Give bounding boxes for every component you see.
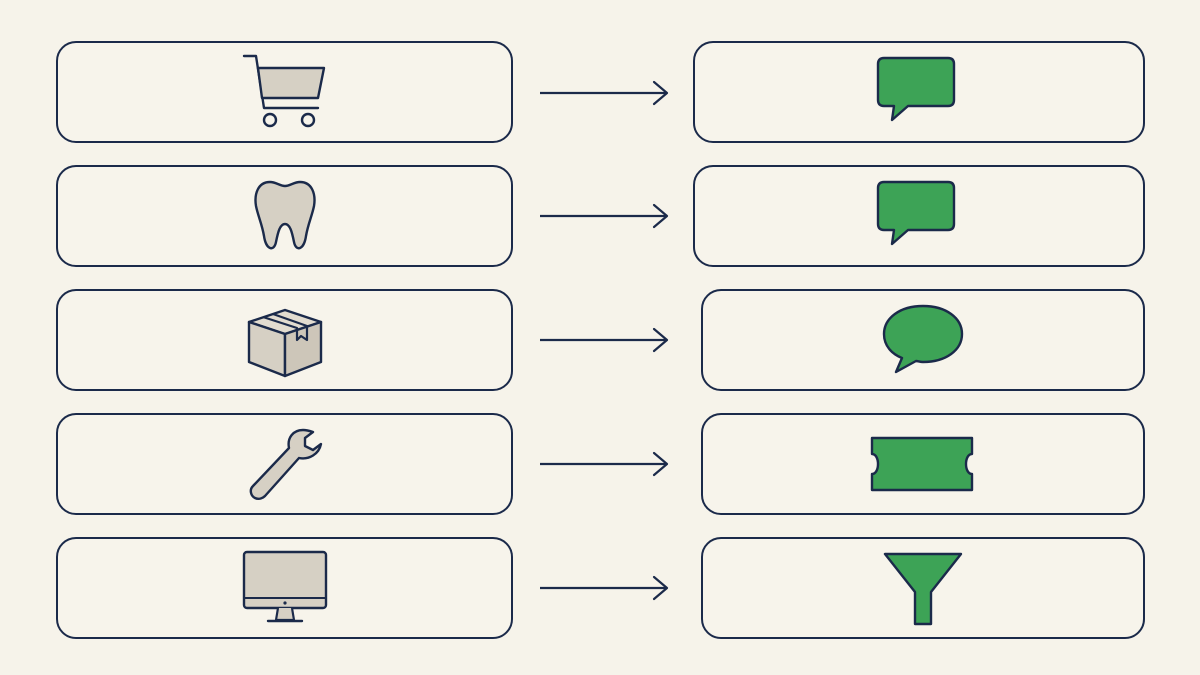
flow-arrow	[540, 575, 669, 601]
target-box-funnel	[701, 537, 1145, 639]
flow-arrow	[540, 203, 669, 229]
chat-bubble-icon	[876, 180, 956, 246]
flow-arrow	[540, 80, 669, 106]
target-box-oval-chat	[701, 289, 1145, 391]
target-box-chat	[693, 165, 1145, 267]
desktop-monitor-icon	[242, 550, 327, 623]
source-box-monitor	[56, 537, 513, 639]
flow-arrow	[540, 327, 669, 353]
ticket-icon	[870, 436, 974, 492]
shopping-cart-icon	[242, 54, 325, 128]
chat-bubble-icon	[876, 56, 956, 122]
tooth-icon	[253, 180, 316, 250]
source-box-package	[56, 289, 513, 391]
package-box-icon	[247, 308, 322, 378]
wrench-icon	[249, 428, 322, 501]
source-box-cart	[56, 41, 513, 143]
funnel-icon	[883, 552, 963, 626]
target-box-chat	[693, 41, 1145, 143]
flow-arrow	[540, 451, 669, 477]
target-box-ticket	[701, 413, 1145, 515]
oval-speech-bubble-icon	[882, 304, 964, 374]
source-box-tooth	[56, 165, 513, 267]
source-box-wrench	[56, 413, 513, 515]
